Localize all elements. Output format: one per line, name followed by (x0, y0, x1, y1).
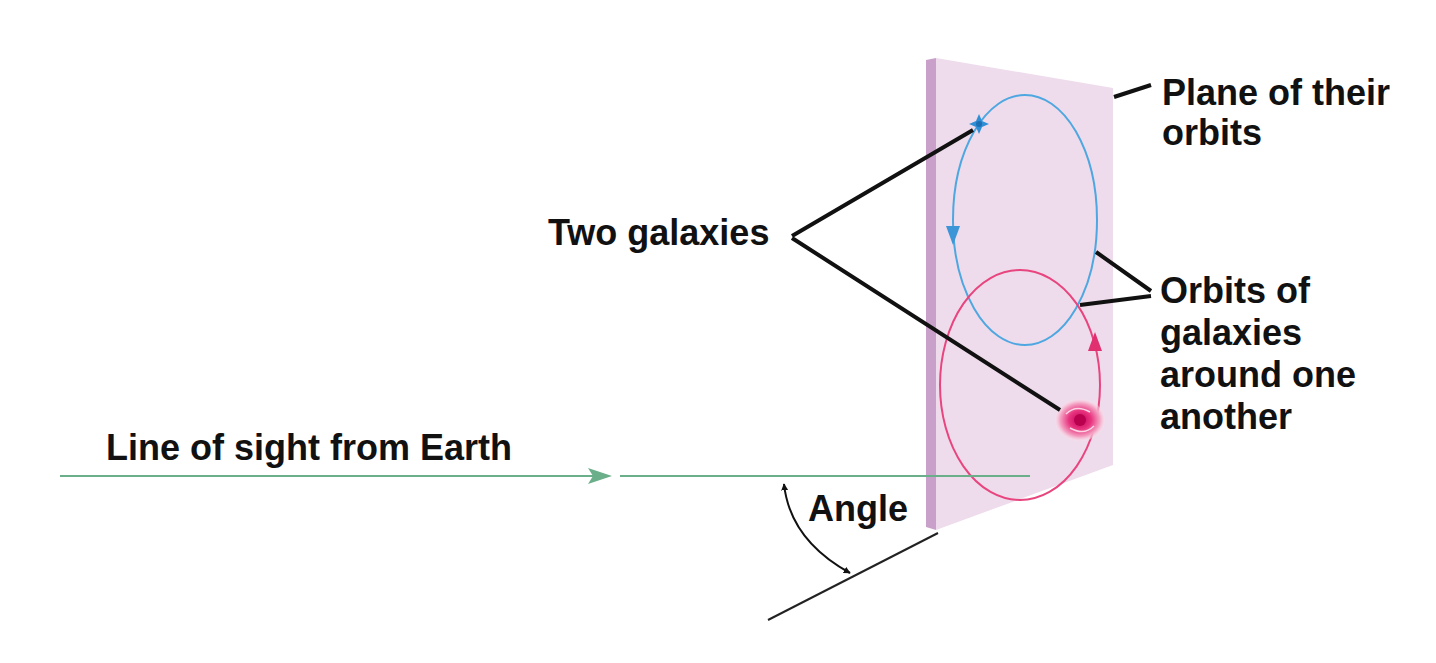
plane-label-holder: Plane of their orbits (1162, 73, 1424, 153)
plane-label: Plane of their orbits (1162, 73, 1424, 153)
leader-line (1080, 252, 1151, 305)
blue-galaxy-core (976, 121, 982, 127)
angle-label: Angle (808, 488, 948, 530)
galaxies-label: Two galaxies (548, 212, 784, 254)
orbit-arrow (1088, 332, 1102, 351)
plane-line (768, 533, 938, 620)
galaxies-label-holder: Two galaxies (548, 212, 784, 254)
pink-galaxy (1055, 399, 1105, 441)
orbit-plane (936, 58, 1113, 530)
sight-label: Line of sight from Earth (106, 427, 586, 469)
leader-line (1114, 85, 1151, 97)
sight-arrowhead (588, 468, 612, 484)
leader-line (792, 130, 1060, 410)
orbits-label-holder: Orbits of galaxies around one another (1160, 270, 1375, 438)
sight-line (620, 475, 1030, 477)
plane-edge (926, 58, 936, 530)
orbit-arrow (946, 226, 960, 245)
orbits-label: Orbits of galaxies around one another (1160, 270, 1375, 438)
angle-label-holder: Angle (808, 488, 948, 530)
sight-line (60, 475, 598, 477)
sight-label-holder: Line of sight from Earth (106, 427, 586, 469)
blue-orbit (953, 95, 1097, 345)
